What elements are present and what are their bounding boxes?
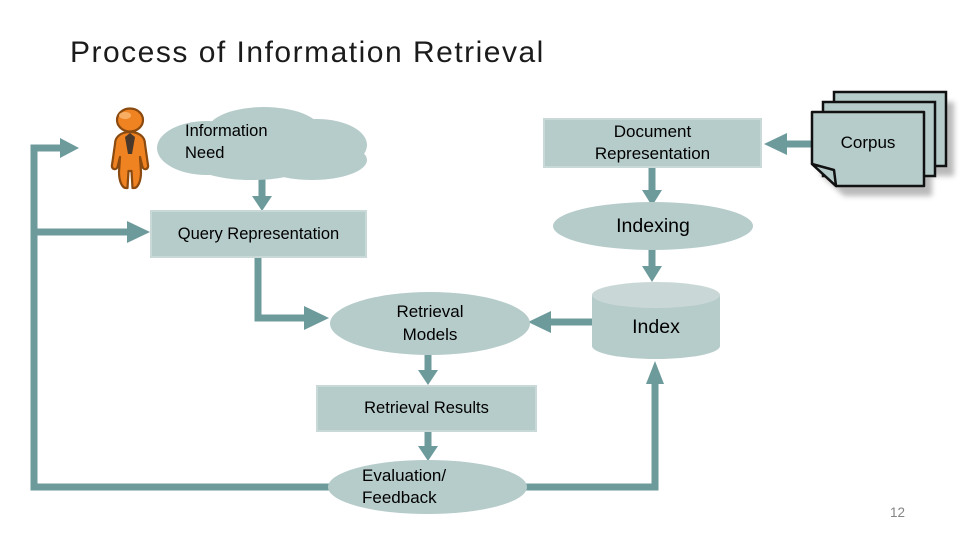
person-tie: [125, 133, 135, 154]
person-body: [110, 130, 150, 190]
arrowhead-to-query: [127, 221, 150, 243]
node-label: Corpus: [840, 133, 896, 152]
node-label: Index: [632, 315, 680, 338]
person-head: [115, 107, 145, 133]
node-information-need: Information Need: [185, 120, 268, 165]
connector-feedback-loop: [30, 144, 659, 491]
database-cylinder-icon: [592, 282, 720, 359]
node-label: Indexing: [616, 214, 690, 237]
corpus-page-front: [810, 110, 926, 188]
arrowhead-to-models-right: [528, 311, 551, 333]
arrowhead-to-results: [418, 370, 438, 385]
node-label: Feedback: [362, 488, 437, 507]
arrowhead-to-information-need: [60, 138, 79, 158]
arrowhead-to-index-top: [642, 266, 662, 282]
cloud-lobe: [257, 140, 367, 180]
cylinder-top: [592, 282, 720, 308]
node-label: Information: [185, 122, 268, 140]
node-label: Retrieval: [396, 302, 464, 322]
node-label: Models: [402, 324, 458, 344]
node-label: Representation: [594, 144, 711, 163]
node-indexing: Indexing: [553, 202, 753, 250]
arrowhead-cloud-to-query: [252, 196, 272, 211]
cylinder-body: [592, 295, 720, 359]
corpus-page-fold: [810, 162, 838, 188]
information-need-cloud: [157, 107, 367, 180]
person-head-highlight: [119, 111, 131, 120]
node-query-representation: Query Representation: [150, 210, 367, 258]
arrowhead-to-indexing: [642, 190, 662, 206]
node-label: Query Representation: [177, 224, 340, 243]
arrowhead-to-docrep: [764, 133, 787, 155]
node-corpus: Corpus: [812, 112, 924, 174]
node-index: Index: [592, 305, 720, 349]
node-evaluation-feedback: Evaluation/ Feedback: [328, 460, 527, 514]
document-stack-icon: [810, 90, 954, 196]
node-retrieval-results: Retrieval Results: [316, 385, 537, 432]
node-document-representation: Document Representation: [543, 118, 762, 168]
connector-query-to-models: [254, 256, 304, 322]
arrowhead-to-models-left: [304, 306, 329, 330]
node-label: Evaluation/: [362, 465, 447, 485]
node-label: Retrieval Results: [364, 399, 489, 417]
page-number: 12: [890, 505, 906, 520]
page-title: Process of Information Retrieval: [70, 36, 545, 69]
arrowhead-to-evaluation: [418, 446, 438, 461]
node-label: Document: [613, 121, 692, 141]
arrowhead-to-index-bottom: [646, 361, 664, 384]
person-icon: [110, 107, 150, 190]
node-retrieval-models: Retrieval Models: [330, 292, 530, 355]
node-label: Need: [185, 144, 225, 163]
